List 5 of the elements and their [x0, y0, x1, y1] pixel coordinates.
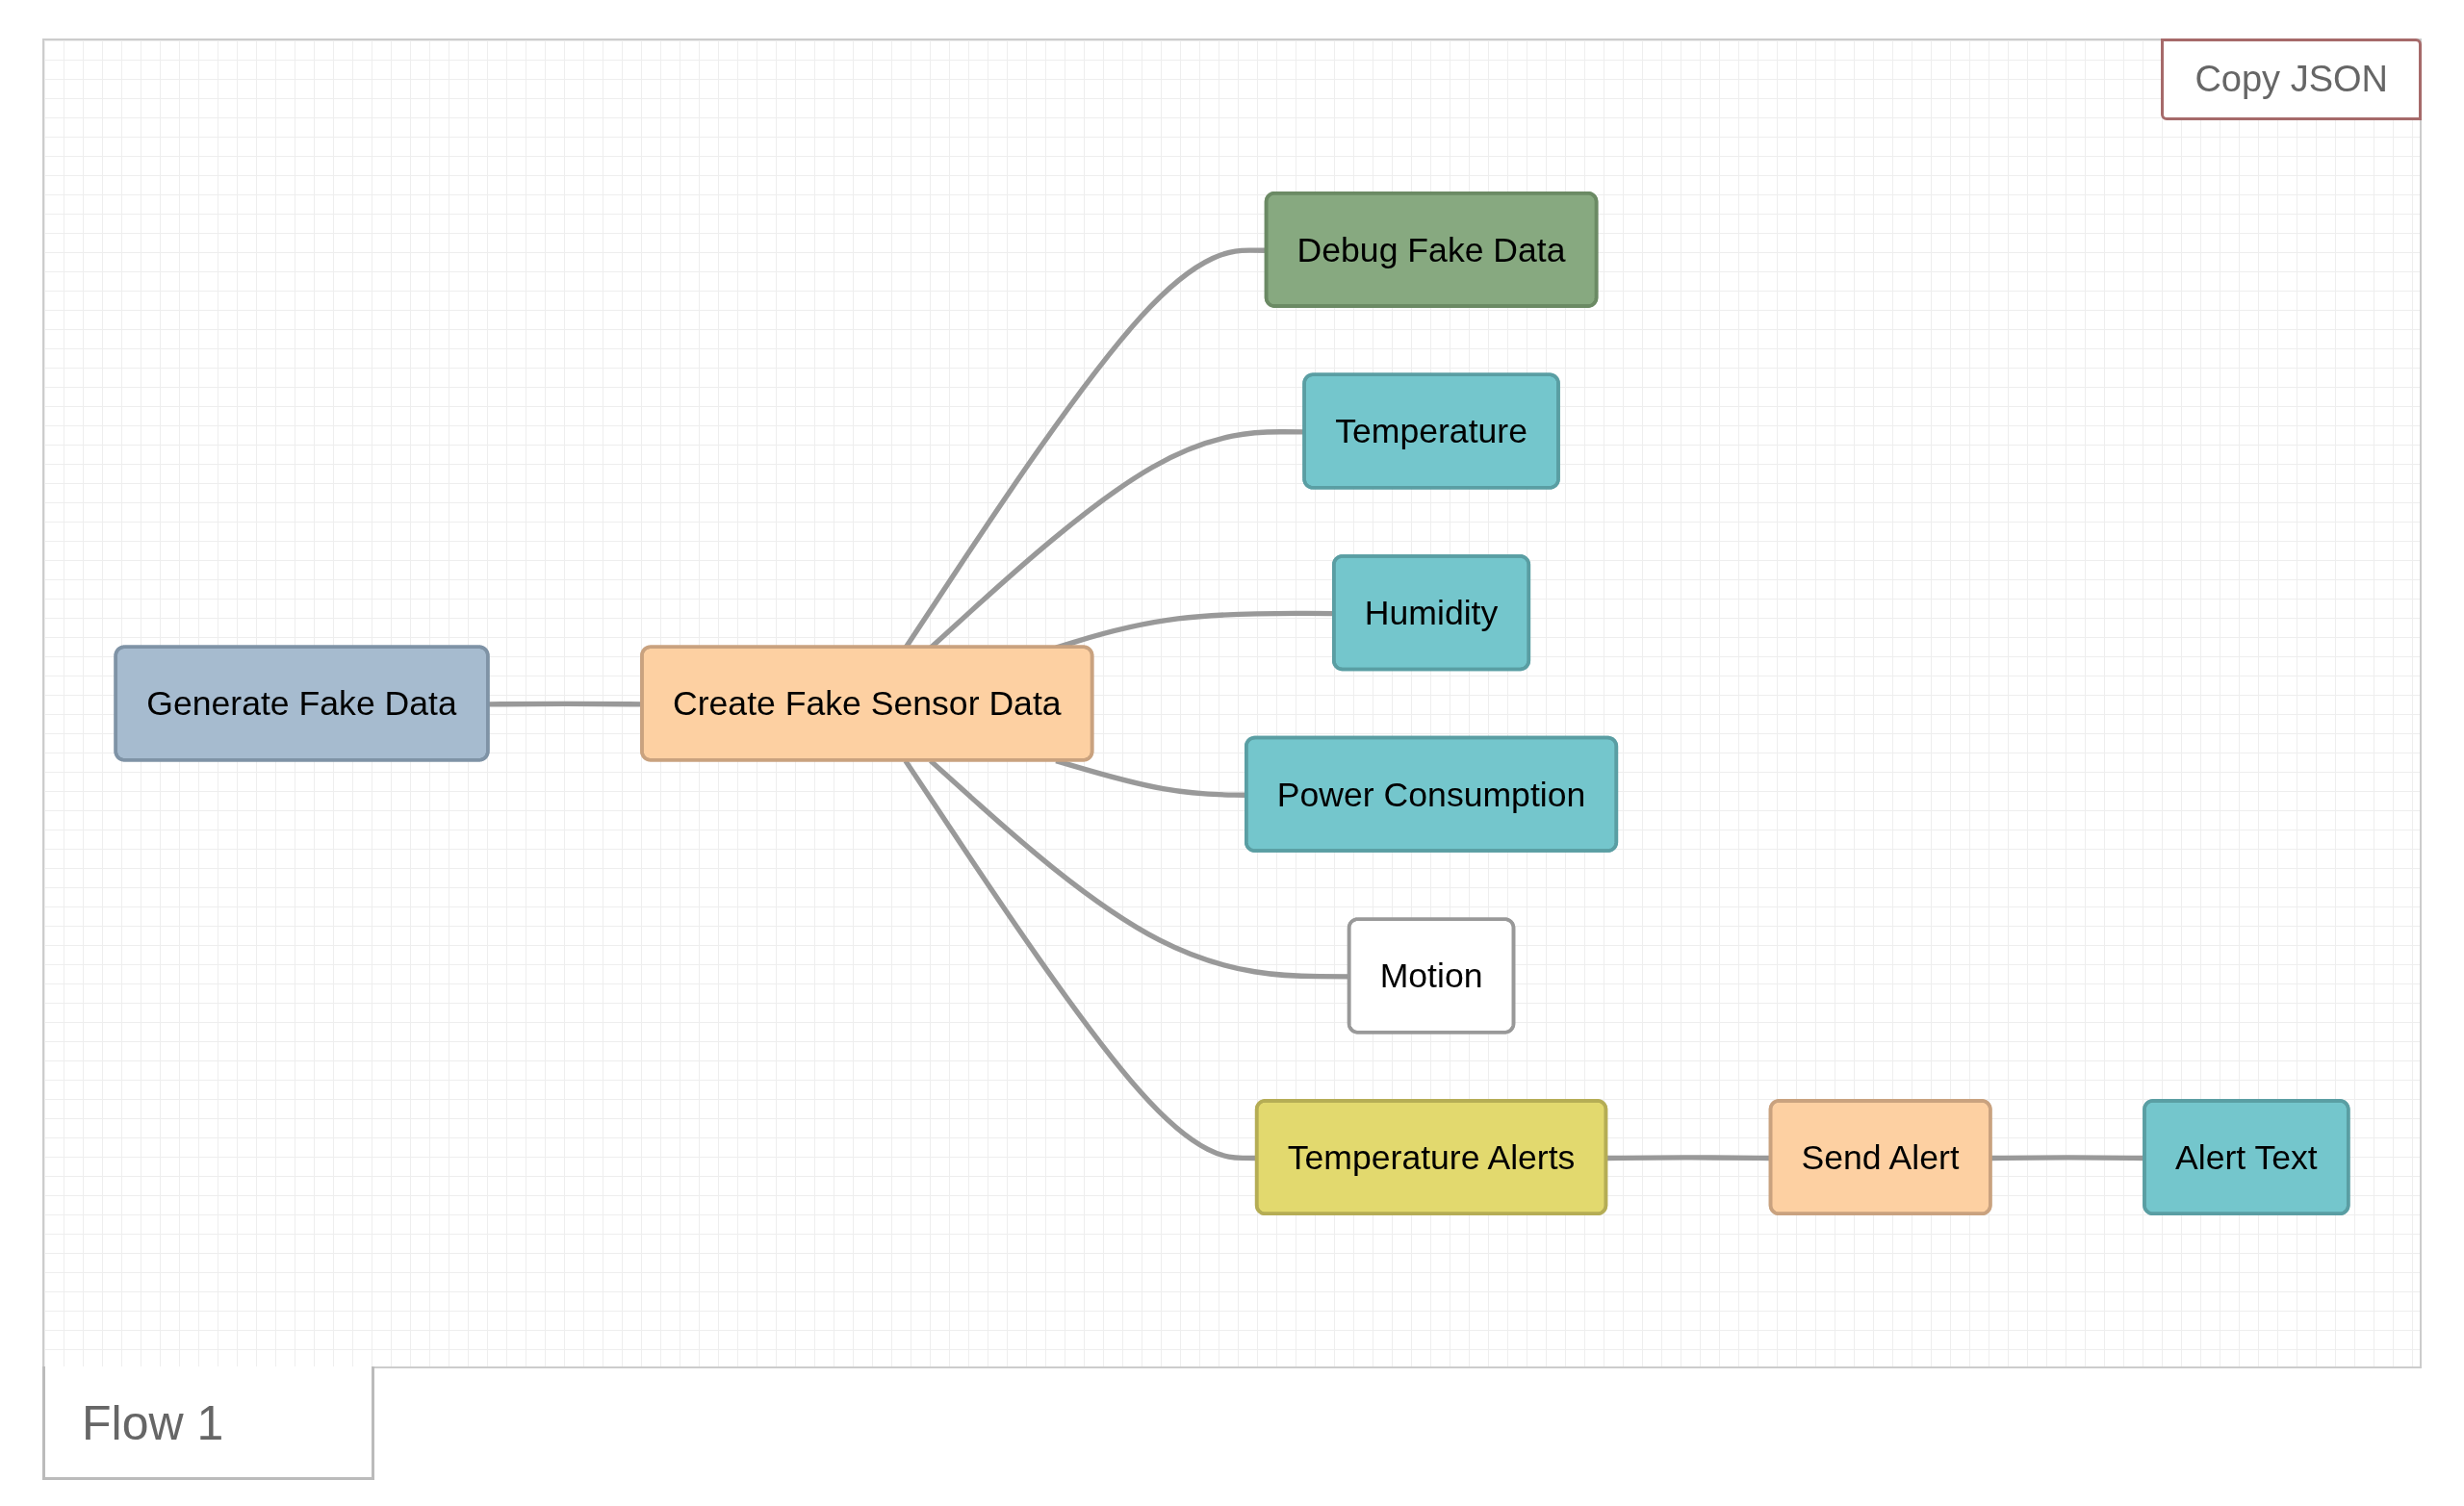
flow-tab: Flow 1 [42, 1366, 374, 1480]
copy-button: Copy JSON [2161, 38, 2422, 120]
connector [488, 701, 643, 707]
connector [1990, 1155, 2145, 1161]
connector [1606, 1155, 1772, 1161]
